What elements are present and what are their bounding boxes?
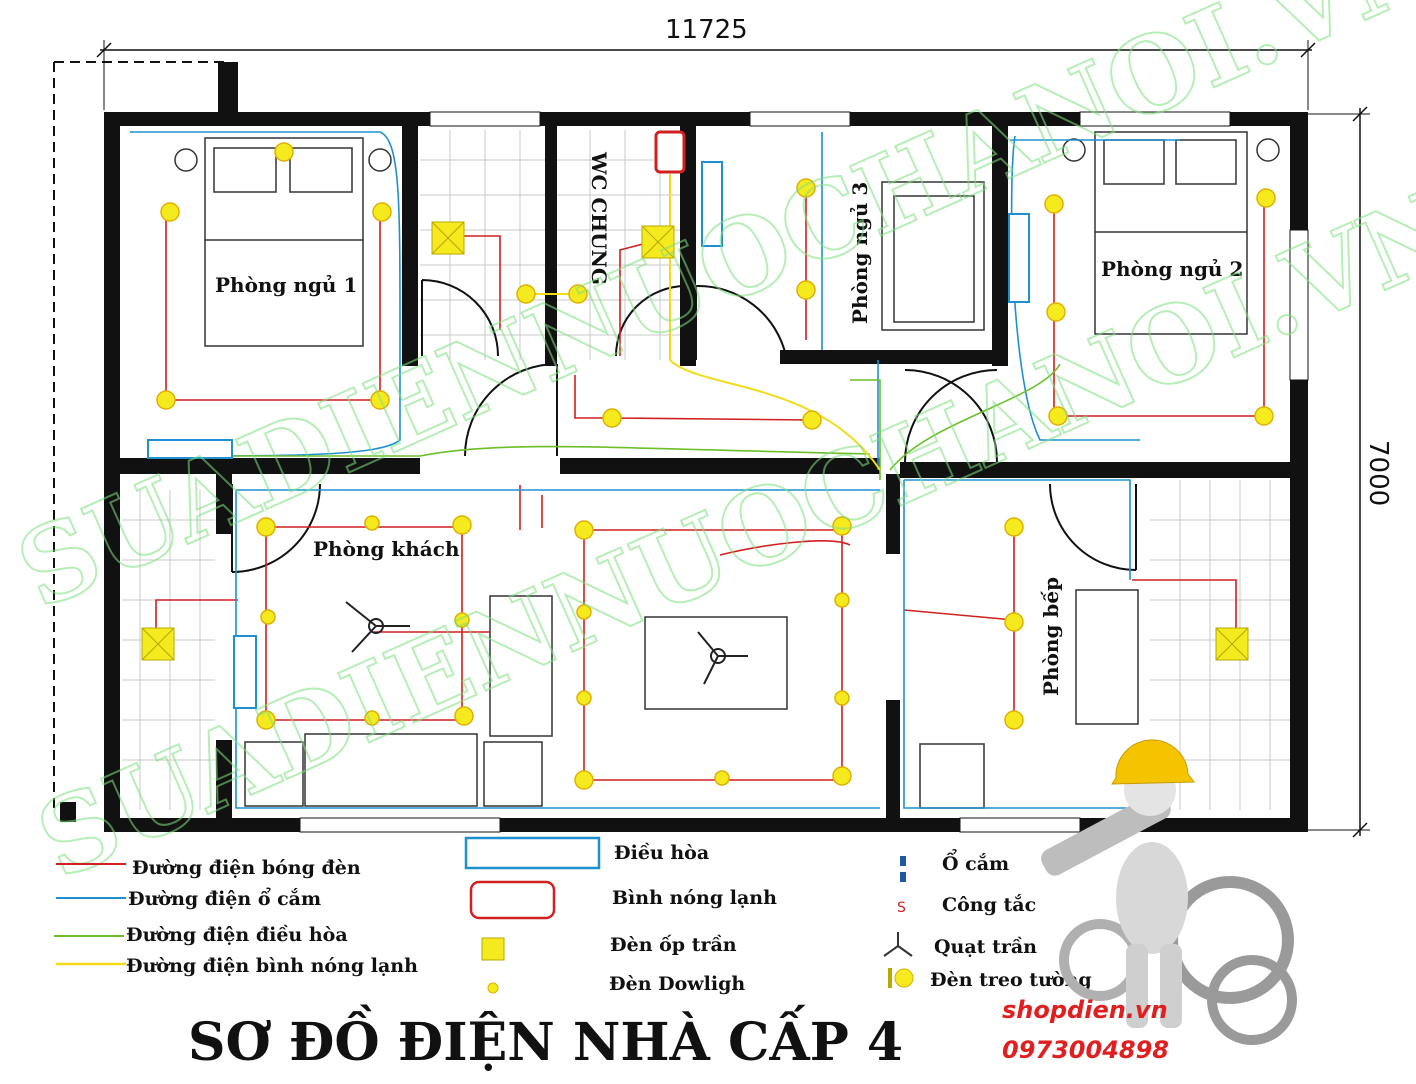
diagram-title: SƠ ĐỒ ĐIỆN NHÀ CẤP 4 (188, 1004, 903, 1073)
ac-units (147, 161, 1030, 709)
legend-label-ac-unit: Điều hòa (614, 842, 709, 864)
room-label-bedroom1: Phòng ngủ 1 (215, 273, 357, 297)
dimension-width-label: 11725 (665, 15, 748, 45)
legend-lines: Đường điện bóng đèn Đường điện ổ cắm Đườ… (54, 857, 418, 977)
legend-label-ceiling-light: Đèn ốp trần (610, 934, 737, 956)
windows (299, 111, 1309, 833)
room-label-kitchen: Phòng bếp (1039, 577, 1063, 696)
legend-label-water-heater: Bình nóng lạnh (612, 887, 777, 909)
legend-switch-icon: S (897, 900, 906, 916)
legend-label-socket: Đường điện ổ cắm (128, 886, 321, 910)
dimension-top: 11725 (96, 15, 1316, 110)
legend-label-switch: Công tắc (942, 894, 1036, 916)
room-label-bedroom2: Phòng ngủ 2 (1101, 257, 1243, 281)
dimension-height-label: 7000 (1363, 440, 1393, 506)
legend-label-socket-outlet: Ổ cắm (942, 848, 1009, 875)
shop-name: shopdien.vn (1002, 996, 1168, 1024)
ceiling-lights (141, 221, 1249, 661)
furniture (174, 131, 1280, 809)
downlights (156, 142, 1276, 790)
ceiling-fans (345, 601, 748, 685)
room-label-wc: WC CHUNG (587, 151, 611, 285)
legend-heater-icon (469, 880, 556, 920)
legend-symbols: Điều hòa Bình nóng lạnh Đèn ốp trần Đèn … (464, 836, 1092, 995)
shop-phone: 0973004898 (1002, 1036, 1169, 1064)
worker-mascot-illustration (1041, 739, 1297, 1045)
legend-label-light: Đường điện bóng đèn (132, 857, 361, 879)
legend-socket-icon (900, 856, 906, 882)
legend-downlight-icon (487, 982, 499, 994)
legend-label-wall-lamp: Đèn treo tường (930, 969, 1092, 991)
water-heater (654, 130, 686, 174)
legend-ceiling-light-icon (481, 937, 505, 961)
legend-ac-icon (464, 836, 601, 870)
legend-label-fan: Quạt trần (934, 936, 1037, 958)
dimension-right: 7000 (1300, 106, 1393, 838)
room-label-bedroom3: Phòng ngủ 3 (848, 182, 872, 324)
room-label-living: Phòng khách (313, 537, 460, 561)
legend-label-ac: Đường điện điều hòa (126, 924, 348, 946)
legend-label-heater: Đường điện bình nóng lạnh (126, 955, 418, 977)
ac-wiring (166, 363, 1061, 480)
doors (231, 279, 1137, 573)
legend-fan-icon (883, 932, 913, 957)
porch-outline (53, 61, 224, 810)
legend-wall-lamp-icon (888, 968, 914, 988)
legend-label-downlight: Đèn Dowligh (609, 973, 745, 995)
